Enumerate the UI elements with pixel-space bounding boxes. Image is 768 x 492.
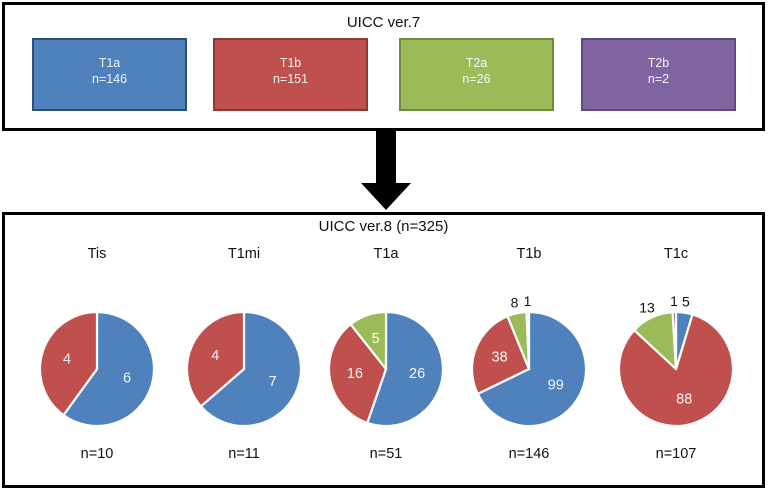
pie-count-label: n=107 <box>655 446 697 462</box>
down-arrow-icon <box>360 130 412 211</box>
pie-slice-value: 1 <box>670 293 678 309</box>
pie-chart-t1c: 5 88 13 1 <box>591 284 761 454</box>
pie-count-label: n=10 <box>80 446 114 462</box>
pie-slice <box>38 310 99 417</box>
pie-slice-value: 7 <box>269 374 277 390</box>
v7-box-t2a-label: T2a <box>465 55 488 70</box>
v7-box-t2b-label: T2b <box>647 55 670 70</box>
v7-box-t2b-count: n=2 <box>647 71 670 86</box>
pie-chart-t1a: 26 16 5 <box>301 284 471 454</box>
uicc-v7-title: UICC ver.7 <box>346 14 421 31</box>
pie-slice-value: 5 <box>682 294 690 310</box>
pie-slice-value: 16 <box>347 366 363 382</box>
pie-slice <box>349 310 388 371</box>
pie-category-label: T1a <box>373 246 399 262</box>
pie-slice <box>476 310 588 428</box>
pie-slice-value: 26 <box>409 366 425 382</box>
pie-slice-value: 6 <box>123 371 131 387</box>
pie-slice <box>525 310 531 371</box>
down-arrow-svg <box>361 130 411 210</box>
pie-slice-value: 88 <box>676 391 692 407</box>
pie-slice-value: 8 <box>511 295 519 311</box>
v7-box-t1a: T1a n=146 <box>32 38 187 111</box>
pie-slice-value: 99 <box>548 378 564 394</box>
pie-count-label: n=146 <box>508 446 550 462</box>
pie-slice-value: 1 <box>524 293 532 309</box>
pie-category-label: T1b <box>516 246 542 262</box>
pie-category-label: T1mi <box>227 246 261 262</box>
pie-group-t1a: T1a 26 16 5 n=51 <box>301 244 471 472</box>
pie-slice-value: 4 <box>211 348 219 364</box>
pie-count-label: n=51 <box>369 446 403 462</box>
v7-box-t1a-count: n=146 <box>91 71 128 86</box>
v7-box-t1b-count: n=151 <box>272 71 309 86</box>
pie-category-label: Tis <box>87 246 107 262</box>
pie-slice <box>327 323 388 424</box>
v7-box-t2b: T2b n=2 <box>581 38 736 111</box>
pie-slice-value: 5 <box>372 331 380 347</box>
pie-slice-value: 4 <box>63 351 71 367</box>
v7-box-t1b: T1b n=151 <box>213 38 368 111</box>
v7-box-t1a-label: T1a <box>98 55 121 70</box>
pie-slice <box>617 313 735 428</box>
pie-count-label: n=11 <box>228 446 260 462</box>
pie-slice-value: 13 <box>639 300 655 316</box>
pie-slice-value: 38 <box>492 350 508 366</box>
uicc-v8-title: UICC ver.8 (n=325) <box>318 218 449 235</box>
pie-slice <box>62 310 156 428</box>
pie-category-label: T1c <box>663 246 689 262</box>
pie-group-t1c: T1c 5 88 13 1 n=107 <box>591 244 761 472</box>
v7-box-t2a: T2a n=26 <box>399 38 554 111</box>
pie-slice <box>671 310 678 371</box>
pie-slice <box>185 310 246 408</box>
pie-slice <box>199 310 303 428</box>
v7-box-t2a-count: n=26 <box>462 71 491 86</box>
v7-box-t1b-label: T1b <box>279 55 302 70</box>
